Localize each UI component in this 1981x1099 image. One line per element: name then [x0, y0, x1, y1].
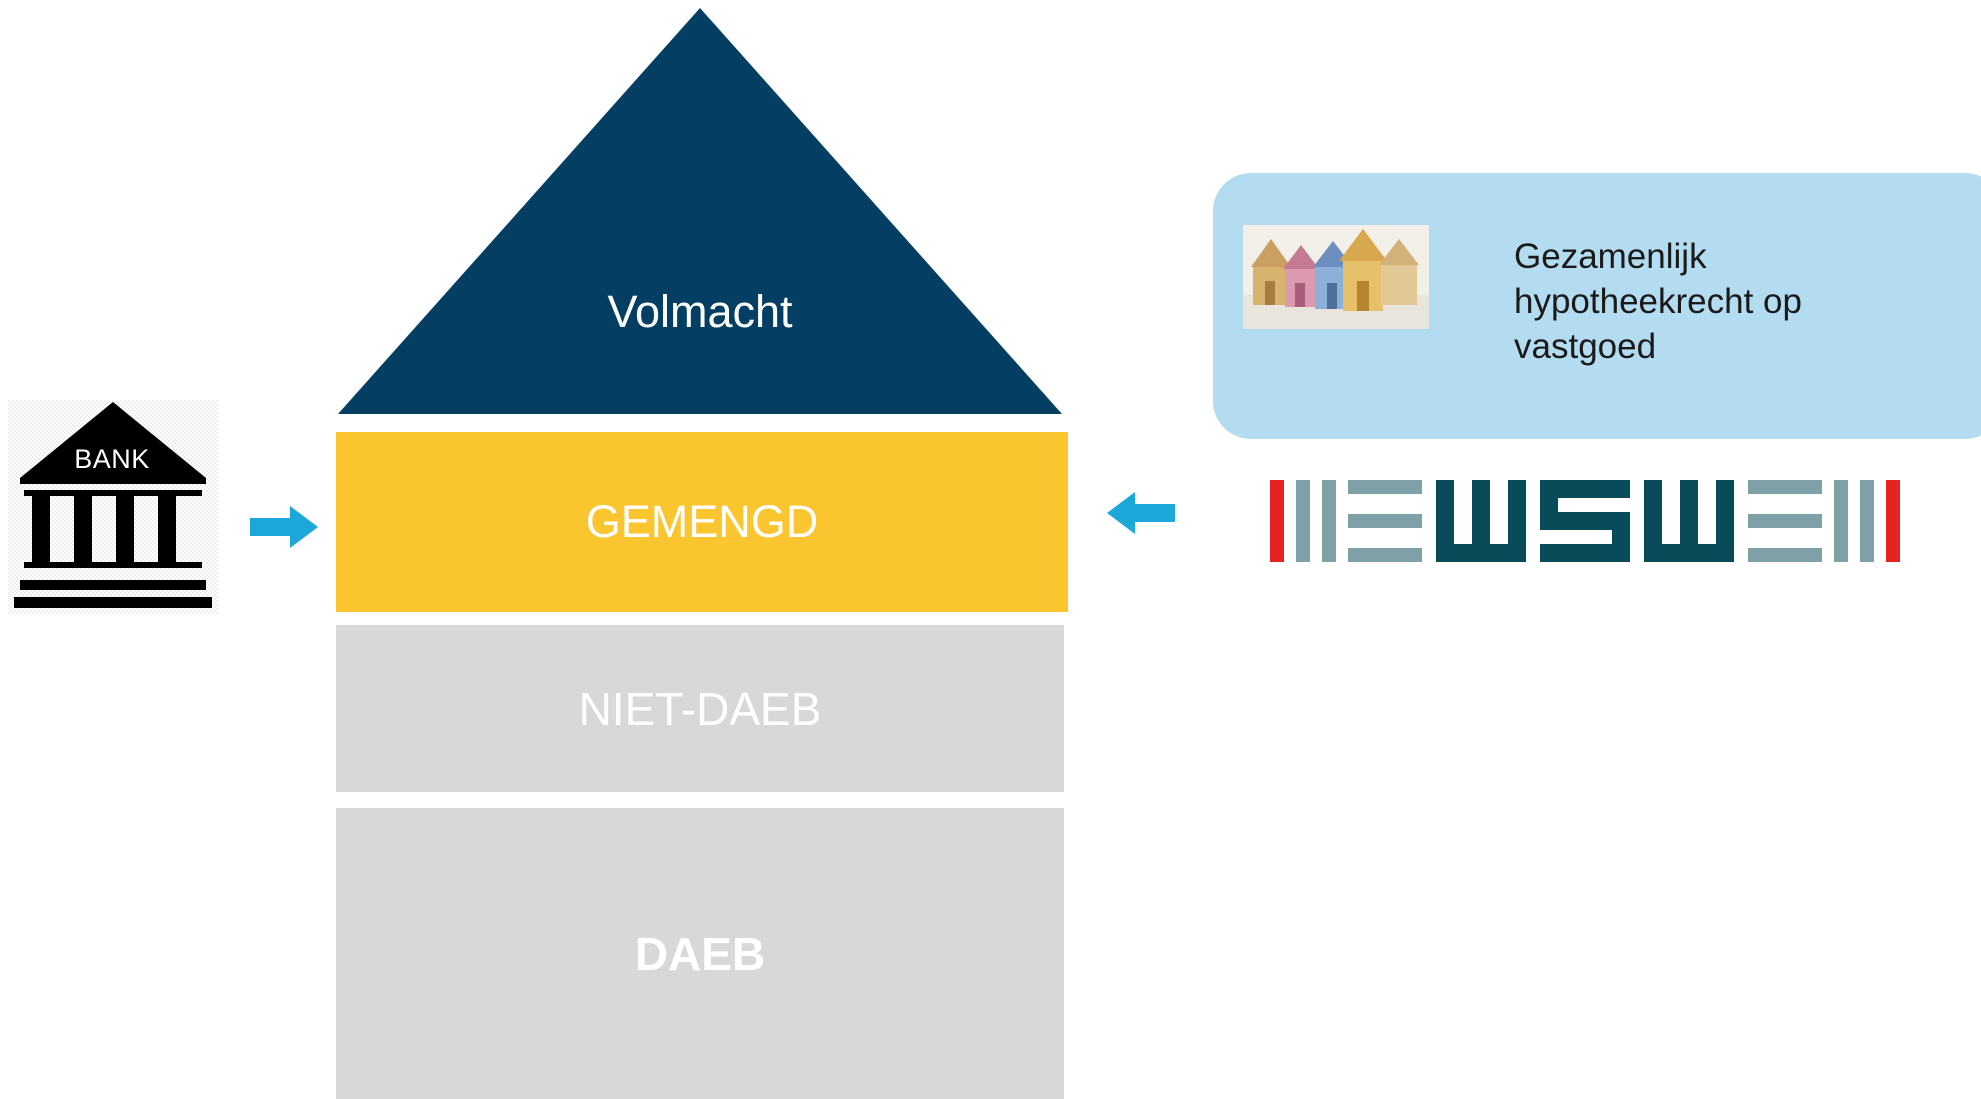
floor-label-gemengd: GEMENGD [585, 496, 819, 547]
roof-triangle [338, 8, 1062, 414]
floor-label-daeb: DAEB [634, 927, 766, 980]
bank-building-icon [8, 400, 218, 615]
callout-text: Gezamenlijk hypotheekrecht op vastgoed [1514, 234, 1954, 369]
roof-label: Volmacht [607, 286, 793, 337]
floor-gemengd: GEMENGD [336, 432, 1068, 612]
floor-label-niet-daeb: NIET-DAEB [578, 682, 822, 735]
floor-daeb: DAEB [336, 808, 1064, 1099]
callout-text-line: vastgoed [1514, 327, 1657, 366]
floor-niet-daeb: NIET-DAEB [336, 625, 1064, 792]
bank-label: BANK [74, 444, 150, 474]
callout-text-line: Gezamenlijk [1514, 237, 1707, 276]
arrow-right-icon [250, 506, 318, 548]
money-houses-image [1243, 225, 1429, 329]
callout-text-line: hypotheekrecht op [1514, 282, 1802, 321]
arrow-left-icon [1107, 492, 1175, 534]
wsw-logo [1270, 480, 1900, 562]
